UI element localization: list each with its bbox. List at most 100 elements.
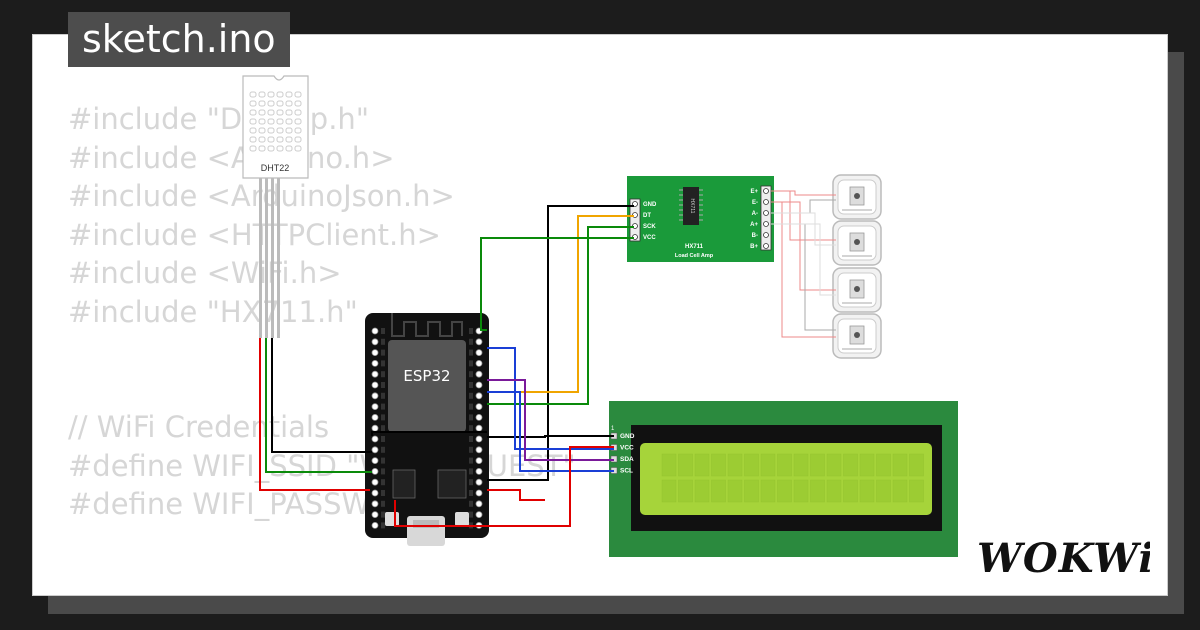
esp32-pin[interactable]	[371, 435, 379, 443]
file-tab[interactable]: sketch.ino	[68, 12, 290, 67]
code-preview: #include "DHTesp.h"#include <Arduino.h>#…	[68, 100, 576, 524]
esp32-pin[interactable]	[475, 403, 483, 411]
esp32-pin[interactable]	[475, 370, 483, 378]
lcd-char-cell	[760, 453, 776, 477]
esp32-pin[interactable]	[371, 413, 379, 421]
esp32-pin[interactable]	[475, 381, 483, 389]
load-cell[interactable]	[832, 220, 882, 266]
load-cells[interactable]	[832, 174, 882, 359]
esp32-pin[interactable]	[371, 403, 379, 411]
lcd-pin-label: SDA	[620, 456, 634, 463]
esp32-pin[interactable]	[475, 500, 483, 508]
esp32-pin[interactable]	[475, 435, 483, 443]
hx711-pin-label: E-	[752, 200, 758, 206]
hx711-pin-label: A-	[752, 211, 758, 217]
hx711-title: HX711	[685, 244, 704, 250]
code-line: // WiFi Credentials	[68, 410, 330, 444]
lcd-char-cell	[711, 479, 726, 503]
esp32-pin[interactable]	[475, 467, 483, 475]
hx711-pin[interactable]	[763, 199, 769, 205]
lcd-char-cell	[727, 453, 743, 477]
load-cell[interactable]	[832, 313, 882, 359]
esp32-pin[interactable]	[371, 424, 379, 432]
dht22-vent	[267, 109, 275, 116]
hx711-pin[interactable]	[763, 232, 769, 238]
esp32-pin[interactable]	[371, 359, 379, 367]
lcd-char-cell	[826, 453, 842, 477]
code-line: #include <HTTPClient.h>	[68, 217, 441, 252]
esp32-pin[interactable]	[475, 349, 483, 357]
esp32-pin[interactable]	[475, 424, 483, 432]
esp32-pin[interactable]	[371, 381, 379, 389]
esp32-pin[interactable]	[371, 392, 379, 400]
dht22-vent	[267, 136, 275, 143]
esp32-pin[interactable]	[475, 392, 483, 400]
esp32-pin[interactable]	[475, 478, 483, 486]
dht22-vent	[249, 109, 257, 116]
esp32-pin[interactable]	[475, 511, 483, 518]
dht22-vent	[267, 100, 275, 107]
dht22-vent	[285, 118, 293, 125]
lcd-char-cell	[694, 479, 710, 503]
esp32-pin[interactable]	[371, 457, 379, 465]
load-cell[interactable]	[832, 174, 882, 220]
dht22-vent	[249, 127, 257, 134]
lcd-char-cell	[876, 479, 891, 503]
esp32-pin[interactable]	[371, 338, 379, 346]
circuit-wires	[259, 205, 634, 527]
lcd-char-cell	[694, 453, 710, 477]
hx711-chip-label: HX711	[689, 199, 695, 214]
esp32-pin[interactable]	[371, 478, 379, 486]
dht22-vent	[285, 127, 293, 134]
esp32-pin[interactable]	[475, 338, 483, 346]
dht22-vent	[276, 145, 284, 152]
hx711-pin[interactable]	[763, 221, 769, 227]
esp32-pin[interactable]	[475, 446, 483, 454]
esp32-pin[interactable]	[475, 359, 483, 367]
dht22-vent	[285, 136, 293, 143]
dht22-vent	[294, 127, 302, 134]
diagram-card	[32, 34, 1168, 596]
dht22-vent	[258, 118, 266, 125]
dht22-vent	[276, 109, 284, 116]
dht22-vent	[258, 145, 266, 152]
lcd-char-cell	[843, 479, 858, 503]
esp32-pin[interactable]	[371, 489, 379, 497]
lcd-char-cell	[876, 453, 891, 477]
dht22-vent	[249, 145, 257, 152]
load-cell[interactable]	[832, 267, 882, 313]
dht22-vent	[294, 136, 302, 143]
lcd-char-cell	[744, 453, 759, 477]
lcd-char-cell	[678, 479, 693, 503]
lcd-char-cell	[826, 479, 842, 503]
esp32-pin[interactable]	[371, 500, 379, 508]
lcd-char-cell	[892, 453, 908, 477]
lcd-char-cell	[892, 479, 908, 503]
wokwi-logo: WOKWi	[977, 535, 1150, 580]
dht22-sensor[interactable]: DHT22	[242, 75, 309, 338]
lcd-char-cell	[727, 479, 743, 503]
dht22-vent	[294, 118, 302, 125]
hx711-pin[interactable]	[763, 188, 769, 194]
lcd-char-cell	[909, 479, 924, 503]
dht22-vent	[249, 136, 257, 143]
esp32-pin[interactable]	[475, 457, 483, 465]
brand-text: WOKWi	[977, 535, 1150, 580]
esp32-pin[interactable]	[371, 327, 379, 335]
esp32-pin[interactable]	[475, 489, 483, 497]
hx711-pin[interactable]	[763, 210, 769, 216]
esp32-board[interactable]: ESP32	[365, 313, 489, 546]
esp32-pin[interactable]	[371, 522, 379, 529]
esp32-pin[interactable]	[371, 349, 379, 357]
esp32-pin[interactable]	[371, 446, 379, 454]
esp32-pin[interactable]	[371, 511, 379, 518]
esp32-pin[interactable]	[371, 467, 379, 475]
code-line: #include <ArduinoJson.h>	[68, 179, 455, 213]
hx711-pin[interactable]	[763, 243, 769, 249]
dht22-vent	[258, 136, 266, 143]
esp32-pin[interactable]	[371, 370, 379, 378]
lcd-char-cell	[843, 453, 858, 477]
esp32-pin[interactable]	[475, 413, 483, 421]
